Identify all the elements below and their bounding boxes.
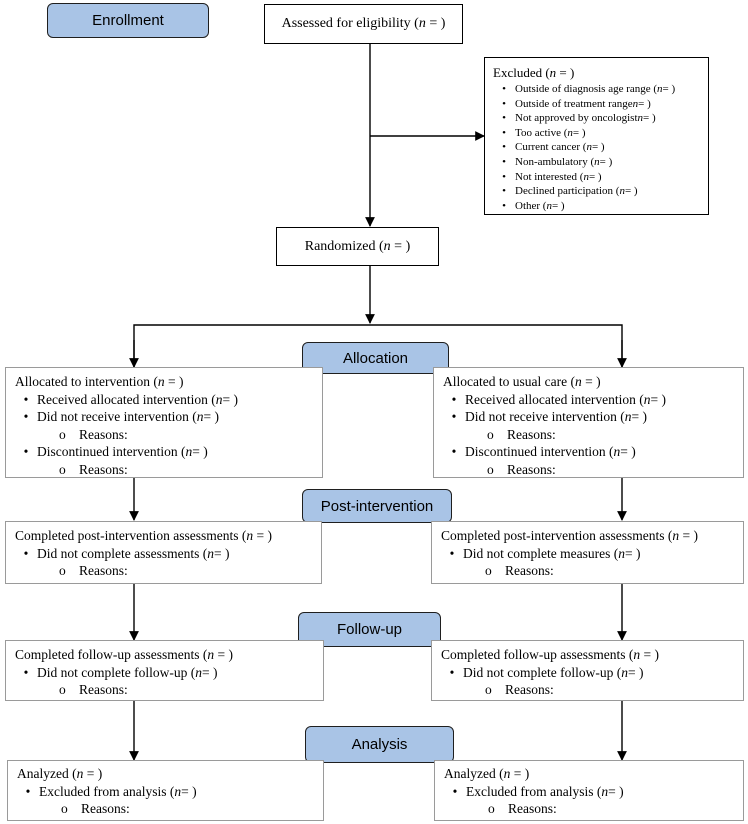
allocation-left-title: Allocated to intervention (n = ) bbox=[15, 374, 184, 389]
list-item: •Received allocated intervention (n = ) bbox=[451, 391, 667, 407]
excluded-item: •Too active (n = ) bbox=[502, 126, 586, 139]
follow-left-title: Completed follow-up assessments (n = ) bbox=[15, 647, 233, 662]
excluded-item: •Not interested (n = ) bbox=[502, 170, 602, 183]
allocation-right-title: Allocated to usual care (n = ) bbox=[443, 374, 601, 389]
list-item: •Discontinued intervention (n = ) bbox=[23, 444, 208, 459]
list-item: •Did not complete follow-up (n = ) bbox=[23, 664, 218, 680]
allocation-intervention-box: Allocated to intervention (n = ) •Receiv… bbox=[5, 367, 323, 478]
list-item: •Did not complete follow-up (n = ) bbox=[449, 664, 644, 680]
excluded-item: •Not approved by oncologist n = ) bbox=[502, 112, 656, 125]
analysis-left-title: Analyzed (n = ) bbox=[17, 766, 103, 781]
allocation-usual-care-box: Allocated to usual care (n = ) •Received… bbox=[433, 367, 744, 478]
excluded-item: •Outside of treatment range n = ) bbox=[502, 97, 651, 110]
excluded-item: •Non-ambulatory (n = ) bbox=[502, 155, 613, 168]
excluded-list: •Outside of diagnosis age range (n = ) •O… bbox=[493, 82, 708, 213]
excluded-item: •Current cancer (n = ) bbox=[502, 141, 605, 154]
list-item: •Did not receive intervention (n = ) bbox=[23, 409, 219, 424]
list-item: •Discontinued intervention (n = ) bbox=[451, 444, 636, 459]
list-item: •Did not receive intervention (n = ) bbox=[451, 409, 647, 424]
list-item: •Did not complete assessments (n = ) bbox=[23, 545, 230, 561]
analysis-right-title: Analyzed (n = ) bbox=[444, 766, 530, 781]
excluded-item: •Outside of diagnosis age range (n = ) bbox=[502, 83, 676, 95]
stage-analysis: Analysis bbox=[305, 726, 454, 763]
list-item: •Did not complete measures (n = ) bbox=[449, 545, 641, 561]
post-right-title: Completed post-intervention assessments … bbox=[441, 528, 698, 543]
analysis-right-box: Analyzed (n = ) •Excluded from analysis … bbox=[434, 760, 744, 821]
list-item: •Received allocated intervention (n = ) bbox=[23, 391, 239, 407]
stage-allocation: Allocation bbox=[302, 342, 449, 374]
follow-up-left-box: Completed follow-up assessments (n = ) •… bbox=[5, 640, 324, 701]
post-left-title: Completed post-intervention assessments … bbox=[15, 528, 272, 543]
stage-enrollment: Enrollment bbox=[47, 3, 209, 38]
post-intervention-left-box: Completed post-intervention assessments … bbox=[5, 521, 322, 584]
excluded-item: •Other (n = ) bbox=[502, 199, 565, 212]
excluded-box: Excluded (n = ) •Outside of diagnosis ag… bbox=[484, 57, 709, 215]
randomized-box: Randomized (n = ) bbox=[276, 227, 439, 266]
excluded-title: Excluded (n = ) bbox=[493, 65, 575, 80]
post-intervention-right-box: Completed post-intervention assessments … bbox=[431, 521, 744, 584]
list-item: •Excluded from analysis (n = ) bbox=[452, 783, 624, 799]
follow-up-right-box: Completed follow-up assessments (n = ) •… bbox=[431, 640, 744, 701]
follow-right-title: Completed follow-up assessments (n = ) bbox=[441, 647, 659, 662]
stage-post-intervention: Post-intervention bbox=[302, 489, 452, 523]
assessed-box: Assessed for eligibility (n = ) bbox=[264, 4, 463, 44]
excluded-item: •Declined participation (n = ) bbox=[502, 185, 638, 198]
analysis-left-box: Analyzed (n = ) •Excluded from analysis … bbox=[7, 760, 324, 821]
list-item: •Excluded from analysis (n = ) bbox=[25, 783, 197, 799]
